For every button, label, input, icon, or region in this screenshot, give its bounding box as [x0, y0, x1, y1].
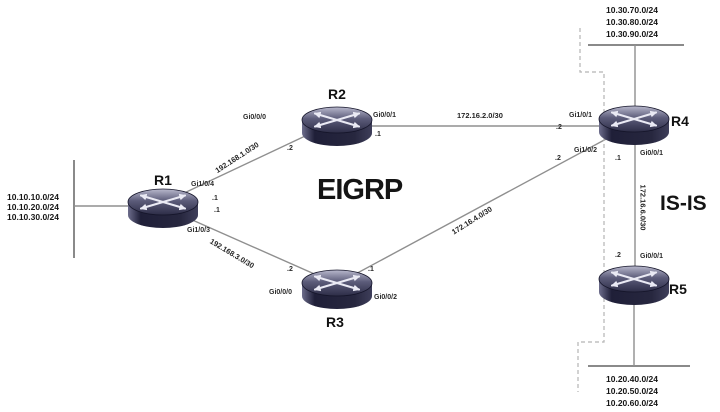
r1-ip-to-r3-label: .1	[214, 207, 220, 214]
router-r1-icon	[128, 189, 198, 228]
router-r3-label: R3	[326, 314, 344, 330]
r4-ip-to-r2-label: .2	[556, 124, 562, 131]
r1-gi1-0-4-interface-label: Gi1/0/4	[191, 181, 214, 188]
r3-ip-to-r4-label: .1	[368, 266, 374, 273]
r2-gi0-0-1-interface-label: Gi0/0/1	[373, 112, 396, 119]
lan-network-label: 10.10.30.0/24	[7, 212, 59, 222]
lan-network-label: 10.30.90.0/24	[606, 29, 658, 39]
r2-ip-to-r4-label: .1	[375, 131, 381, 138]
r3-gi0-0-2-interface-label: Gi0/0/2	[374, 294, 397, 301]
r4-gi1-0-2-interface-label: Gi1/0/2	[574, 147, 597, 154]
router-r3-icon	[302, 270, 372, 309]
r1-gi1-0-3-interface-label: Gi1/0/3	[187, 227, 210, 234]
router-r2-label: R2	[328, 86, 346, 102]
r3-ip-to-r1-label: .2	[287, 266, 293, 273]
router-r5-icon	[599, 266, 669, 305]
router-r1-label: R1	[154, 172, 172, 188]
lan-network-label: 10.20.60.0/24	[606, 398, 658, 408]
r3-gi0-0-0-interface-label: Gi0/0/0	[269, 289, 292, 296]
r4-gi1-0-1-interface-label: Gi1/0/1	[569, 112, 592, 119]
isis-domain-label: IS-IS	[660, 192, 707, 215]
router-r2-icon	[302, 107, 372, 146]
link-r2-r4-network-label: 172.16.2.0/30	[457, 111, 503, 120]
r4-ip-to-r3-label: .2	[555, 155, 561, 162]
r1-ip-to-r2-label: .1	[212, 195, 218, 202]
eigrp-domain-label: EIGRP	[317, 174, 403, 206]
r5-ip-to-r4-label: .2	[615, 252, 621, 259]
lan-network-label: 10.10.20.0/24	[7, 202, 59, 212]
link-r4-r5-network-label: 172.16.6.0/30	[638, 184, 648, 231]
lan-network-label: 10.10.10.0/24	[7, 192, 59, 202]
r2-ip-to-r1-label: .2	[287, 145, 293, 152]
r5-gi0-0-1-interface-label: Gi0/0/1	[640, 253, 663, 260]
domain-boundary-dashed-line	[577, 28, 605, 392]
r4-ip-to-r5-label: .1	[615, 155, 621, 162]
r4-gi0-0-1-interface-label: Gi0/0/1	[640, 150, 663, 157]
lan-network-label: 10.30.70.0/24	[606, 5, 658, 15]
lan-network-label: 10.20.50.0/24	[606, 386, 658, 396]
lan-network-label: 10.30.80.0/24	[606, 17, 658, 27]
router-r5-label: R5	[669, 281, 687, 297]
r2-gi0-0-0-interface-label: Gi0/0/0	[243, 114, 266, 121]
lan-network-label: 10.20.40.0/24	[606, 374, 658, 384]
router-r4-label: R4	[671, 113, 689, 129]
router-r4-icon	[599, 106, 669, 145]
